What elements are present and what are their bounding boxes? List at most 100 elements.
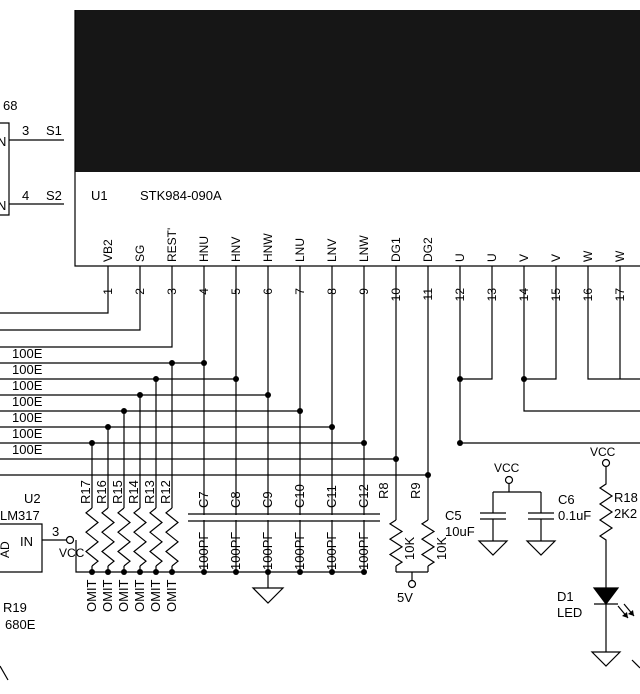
d1-value: LED xyxy=(557,605,582,620)
cap-C7-junction-bottom xyxy=(201,569,207,575)
pullup-resistor-R17 xyxy=(85,507,99,567)
pullup-resistor-R12-value: OMIT xyxy=(164,579,179,612)
led-d1-icon xyxy=(592,587,620,605)
cap-C12-junction-top xyxy=(361,440,367,446)
cap-C8-plates xyxy=(220,513,252,522)
wire-junction-4 xyxy=(121,408,127,414)
pin-name-4: HNU xyxy=(197,236,211,262)
cap-C10-gap xyxy=(298,515,302,520)
pullup-resistor-R12-ref: R12 xyxy=(158,480,173,504)
wire-pin3 xyxy=(0,282,173,348)
wire-junction-7 xyxy=(393,456,399,462)
c5-ref: C5 xyxy=(445,508,462,523)
supply-5v-terminal xyxy=(407,579,417,589)
ground-fragment-right xyxy=(631,659,640,669)
c5-ground-icon xyxy=(477,540,509,556)
cap-C10-plates xyxy=(284,513,316,522)
cap-C12-ref: C12 xyxy=(356,484,371,508)
pullup-resistor-R14-value: OMIT xyxy=(132,579,147,612)
pin-name-12: U xyxy=(453,253,467,262)
pullup-resistor-R15 xyxy=(117,507,131,567)
c6-ref: C6 xyxy=(558,492,575,507)
led-ground-icon xyxy=(590,651,622,667)
resistor-r19: R19 680E xyxy=(0,600,36,681)
dg-resistor-R8-ref: R8 xyxy=(376,482,391,499)
led-arrow-heads xyxy=(622,610,634,618)
cap-C12-value: 100PF xyxy=(356,532,371,570)
pullup-resistor-R14-ref: R14 xyxy=(126,480,141,504)
u2-pin-num: 3 xyxy=(52,524,59,539)
cap-C7-gap xyxy=(202,515,206,520)
led-vcc-terminal xyxy=(601,458,611,468)
wire-pin1 xyxy=(0,282,109,314)
cap-C11-value: 100PF xyxy=(324,532,339,570)
cap-C9-plates xyxy=(252,513,284,522)
cap-C7-value: 100PF xyxy=(196,532,211,570)
pin-name-14: V xyxy=(517,254,531,262)
cap-C11-junction-bottom xyxy=(329,569,335,575)
cap-C7-plates xyxy=(188,513,220,522)
pullup-resistor-R17-ref: R17 xyxy=(78,480,93,504)
wire-junction-2 xyxy=(153,376,159,382)
dg-5v-wire xyxy=(396,571,428,580)
cap-C8-value: 100PF xyxy=(228,532,243,570)
series-resistor-label-4: 100E xyxy=(12,394,43,409)
r18-ref: R18 xyxy=(614,490,638,505)
pullup-common-bus xyxy=(75,540,364,573)
pullup-resistor-R14 xyxy=(133,507,147,567)
series-resistor-label-3: 100E xyxy=(12,378,43,393)
c5-plates xyxy=(480,512,506,520)
left-ic-body xyxy=(0,122,10,216)
cap-C10-junction-top xyxy=(297,408,303,414)
filter-capacitors: C7100PFC8100PFC9100PFC10100PFC11100PFC12… xyxy=(188,360,380,604)
series-resistor-label-5: 100E xyxy=(12,410,43,425)
left-ic-fragment: 68 N N 3 S1 4 S2 xyxy=(0,98,64,216)
cap-C12-junction-bottom xyxy=(361,569,367,575)
pin-name-8: LNV xyxy=(325,239,339,262)
cap-C9-gap xyxy=(266,515,270,520)
pin-name-1: VB2 xyxy=(101,239,115,262)
pullup-resistor-R15-value: OMIT xyxy=(116,579,131,612)
cap-C11-plates xyxy=(316,513,348,522)
wire-junction-10 xyxy=(521,376,527,382)
pullup-resistor-R16 xyxy=(101,507,115,567)
cap-C12-plates xyxy=(348,513,380,522)
series-resistor-label-7: 100E xyxy=(12,442,43,457)
pin-name-15: V xyxy=(549,254,563,262)
cap-C10-value: 100PF xyxy=(292,532,307,570)
series-resistor-label-2: 100E xyxy=(12,362,43,377)
regulator-u2: U2 LM317 AD IN 3 VCC xyxy=(0,491,85,573)
ic-u1-ref: U1 xyxy=(91,188,108,203)
u2-pin-name: IN xyxy=(20,534,33,549)
r18-value: 2K2 xyxy=(614,506,637,521)
pullup-resistor-R13-value: OMIT xyxy=(148,579,163,612)
u2-part: LM317 xyxy=(0,508,40,523)
pin-name-5: HNV xyxy=(229,237,243,262)
pin-name-11: DG2 xyxy=(421,237,435,262)
wire-junction-3 xyxy=(137,392,143,398)
wire-junction-1 xyxy=(169,360,175,366)
cap-C11-ref: C11 xyxy=(324,485,339,508)
wire-pin16-17 xyxy=(587,282,640,380)
left-ic-pin3-num: 3 xyxy=(22,123,29,138)
cap-C8-ref: C8 xyxy=(228,491,243,508)
pin-name-2: SG xyxy=(133,245,147,262)
pin-name-17: W xyxy=(613,250,627,262)
pin-name-7: LNU xyxy=(293,238,307,262)
decoupling-wire xyxy=(492,484,542,513)
pullup-resistor-R16-value: OMIT xyxy=(100,579,115,612)
ic-u1-outline xyxy=(74,10,640,267)
decoupling-caps: VCC C5 10uF C6 0.1uF xyxy=(445,461,591,556)
pullup-resistors: R17OMITR16OMITR15OMITR14OMITR13OMITR12OM… xyxy=(75,360,527,612)
left-ic-edge-n-2: N xyxy=(0,198,6,213)
pullup-resistor-R16-ref: R16 xyxy=(94,480,109,504)
cap-C8-junction-top xyxy=(233,376,239,382)
wire-junction-5 xyxy=(105,424,111,430)
ic-u1-dark-panel xyxy=(75,10,640,172)
u2-ref: U2 xyxy=(24,491,41,506)
pullup-resistor-R13 xyxy=(149,507,163,567)
